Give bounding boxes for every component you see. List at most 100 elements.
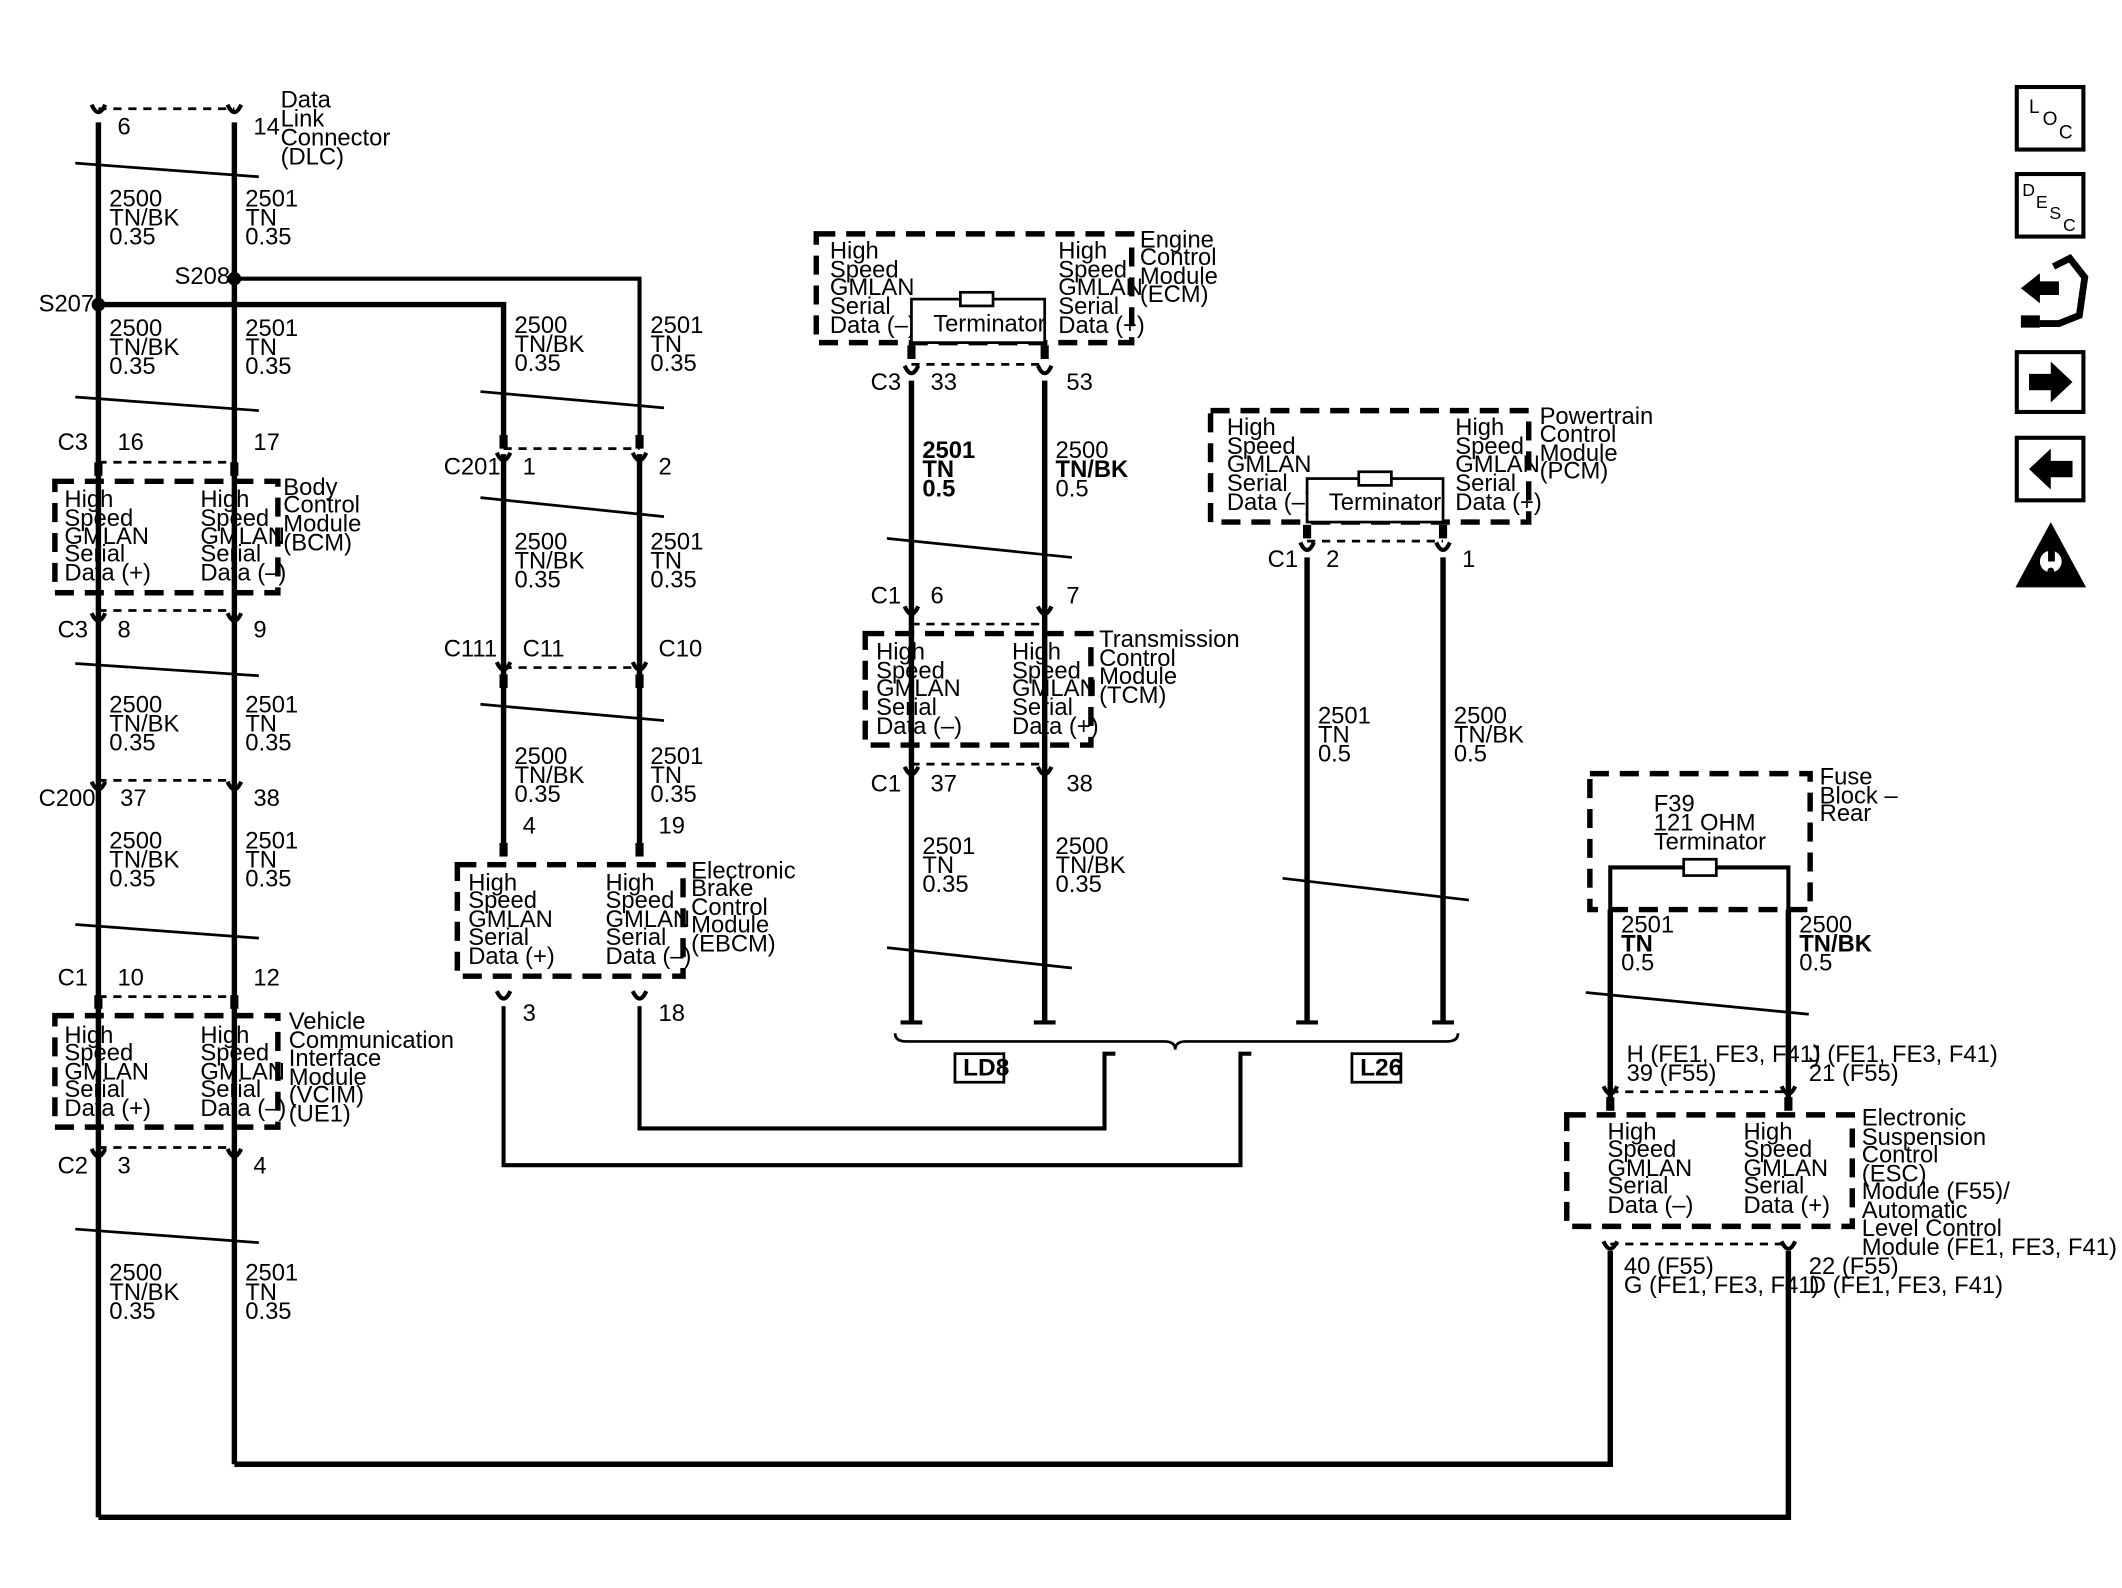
label-pins-esc_h: H (FE1, FE3, F41) — [1627, 1041, 1821, 1068]
label-connectors-c111: C111 — [444, 636, 497, 663]
label-pin_text-pos-1: Speed — [1744, 1136, 1813, 1163]
label-pins-esc_39: 39 (F55) — [1627, 1060, 1717, 1087]
label-pin_text-neg-1: Speed — [200, 505, 269, 532]
label-modules-tcm-1: Control — [1099, 645, 1176, 672]
label-pins-esc_j: J (FE1, FE3, F41) — [1809, 1041, 1998, 1068]
label-modules-tcm-2: Module — [1099, 663, 1177, 690]
label-wires-b035-1: TN — [245, 1279, 277, 1306]
label-pin_text-neg-4: Data (–) — [830, 312, 916, 339]
label-wires-a035-0: 2500 — [514, 312, 567, 339]
pcm-terminator-label: Terminator — [1329, 489, 1441, 516]
label-wires-a035-1: TN/BK — [109, 1279, 179, 1306]
label-wires-b035-2: 0.35 — [650, 350, 696, 377]
option-l26: L26 — [1350, 1052, 1402, 1084]
label-wires-b035-1: TN — [245, 710, 277, 737]
caution-button[interactable] — [2015, 522, 2087, 588]
connector-view-button[interactable] — [2020, 254, 2089, 328]
label-wires-b035-1: TN — [650, 331, 682, 358]
label-wires-b035-0: 2501 — [245, 691, 298, 718]
label-wires-a035-2: 0.35 — [109, 729, 155, 756]
label-pins-tcm_6: 6 — [930, 583, 943, 610]
label-wires-b035-1: TN — [650, 762, 682, 789]
label-connectors-c3: C3 — [58, 617, 88, 644]
label-pins-bcm_8: 8 — [117, 617, 130, 644]
label-pin_text-pos-2: GMLAN — [64, 1059, 149, 1086]
arrow-right-icon — [2029, 361, 2073, 403]
label-toolbar-1-letters-1: E — [2036, 192, 2048, 212]
label-toolbar-0-letters-0: L — [2029, 97, 2040, 118]
label-modules-ecm-0: Engine — [1140, 226, 1214, 253]
label-fuse_terminator-1: 121 OHM — [1654, 810, 1756, 837]
label-pin_text-pos-3: Serial — [1744, 1173, 1805, 1200]
label-pin_text-neg-2: GMLAN — [200, 523, 285, 550]
connector-hand-icon — [2020, 254, 2089, 328]
label-wires-a035-2: 0.35 — [109, 224, 155, 251]
label-modules-ecm-1: Control — [1140, 244, 1217, 271]
label-pins-tcm_38: 38 — [1066, 770, 1092, 797]
label-pin_text-neg-0: High — [200, 486, 249, 513]
label-wires-a035-2: 0.35 — [514, 350, 560, 377]
label-pin_text-neg-2: GMLAN — [876, 675, 961, 702]
label-wires-a035-2: 0.35 — [109, 353, 155, 380]
label-wires-b035-2: 0.35 — [650, 781, 696, 808]
label-connectors-c11: C11 — [523, 636, 565, 663]
label-wires-a035-2: 0.35 — [1056, 871, 1102, 898]
label-modules-vcim-4: (VCIM) — [289, 1082, 364, 1109]
arrow-left-icon — [2029, 448, 2073, 490]
label-wires-b035-2: 0.35 — [245, 865, 291, 892]
previous-button[interactable] — [2014, 435, 2086, 503]
label-modules-ebcm-2: Control — [691, 894, 768, 921]
desc-button[interactable]: D E S C — [2014, 171, 2086, 239]
loc-button[interactable]: L O C — [2014, 84, 2086, 152]
label-wires-b035-0: 2501 — [245, 1260, 298, 1287]
label-pin_text-pos-2: GMLAN — [468, 906, 553, 933]
label-pin_text-neg-4: Data (–) — [1227, 489, 1313, 516]
ecm-terminator-label: Terminator — [933, 311, 1045, 338]
label-wires-b035-1: TN — [245, 205, 277, 232]
label-modules-bcm-2: Module — [283, 511, 361, 538]
label-modules-fuse_block-2: Rear — [1820, 800, 1872, 827]
label-wires-b035-2: 0.35 — [922, 871, 968, 898]
label-modules-pcm-2: Module — [1540, 440, 1618, 467]
label-modules-bcm-0: Body — [283, 474, 337, 501]
label-pin_text-pos-0: High — [64, 486, 113, 513]
label-fuse_terminator-2: Terminator — [1654, 829, 1766, 856]
dlc-pin-6: 6 — [117, 114, 130, 141]
label-wires-a035-0: 2500 — [109, 315, 162, 342]
label-pin_text-pos-3: Serial — [1012, 694, 1073, 721]
next-button[interactable] — [2014, 350, 2086, 414]
label-pins-esc_d: D (FE1, FE3, F41) — [1809, 1272, 2003, 1299]
label-connectors-c1: C1 — [1268, 546, 1298, 573]
label-modules-fuse_block-1: Block – — [1820, 783, 1899, 810]
label-pin_text-pos-4: Data (+) — [1455, 489, 1542, 516]
label-pins-pcm_1: 1 — [1462, 546, 1475, 573]
label-modules-fuse_block-0: Fuse — [1820, 763, 1873, 790]
label-pin_text-pos-4: Data (+) — [468, 943, 555, 970]
label-wires-b05-1: TN — [1318, 721, 1350, 748]
label-fuse_terminator-0: F39 — [1654, 791, 1695, 818]
label-pins-tcm_7: 7 — [1066, 583, 1079, 610]
label-modules-vcim-2: Interface — [289, 1045, 382, 1072]
label-pin_text-neg-3: Serial — [606, 924, 667, 951]
label-pins-ebcm_18: 18 — [659, 1000, 685, 1027]
label-pin_text-neg-4: Data (–) — [876, 713, 962, 740]
label-pin_text-pos-4: Data (+) — [1058, 312, 1145, 339]
splice-s208-label: S208 — [175, 263, 231, 290]
label-modules-ebcm-3: Module — [691, 912, 769, 939]
label-wires-a035-1: TN/BK — [1056, 852, 1126, 879]
label-modules-tcm-3: (TCM) — [1099, 682, 1166, 709]
label-pin_text-neg-1: Speed — [606, 887, 675, 914]
label-wires-a035-1: TN/BK — [109, 846, 179, 873]
label-toolbar-0-letters-2: C — [2059, 123, 2073, 144]
label-modules-esc-7: Module (FE1, FE3, F41) — [1862, 1234, 2117, 1261]
